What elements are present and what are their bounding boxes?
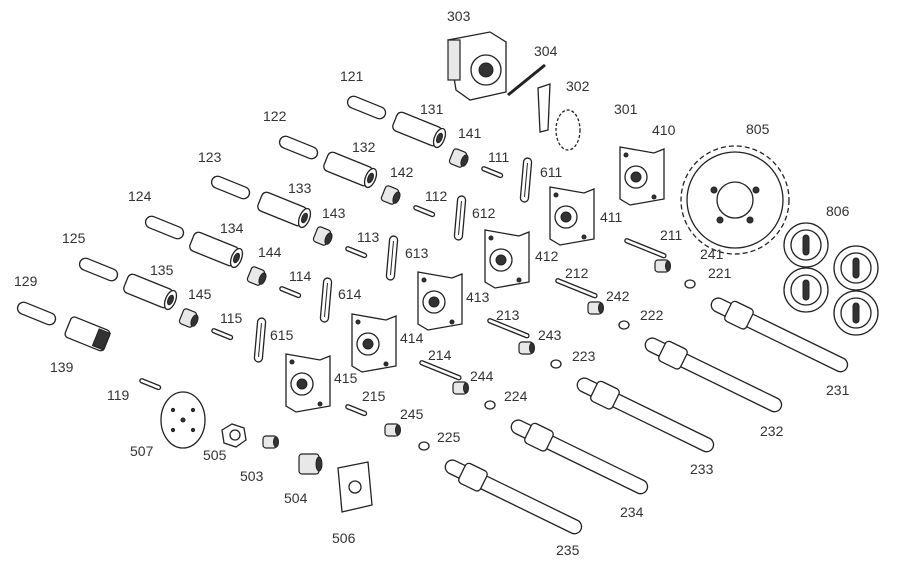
label-414: 414 [400,330,424,346]
label-131: 131 [420,101,444,117]
label-245: 245 [400,406,424,422]
label-235: 235 [556,542,580,558]
label-505: 505 [203,447,227,463]
label-503: 503 [240,468,264,484]
label-215: 215 [362,388,386,404]
label-145: 145 [188,286,212,302]
label-214: 214 [428,347,452,363]
label-231: 231 [826,382,850,398]
label-615: 615 [270,327,294,343]
label-213: 213 [496,307,520,323]
row-6 [15,299,162,391]
label-224: 224 [504,388,528,404]
label-122: 122 [263,108,287,124]
label-133: 133 [288,180,312,196]
label-112: 112 [425,188,448,204]
part-805-gear [680,145,790,255]
label-805: 805 [746,121,770,137]
part-labels: 303 304 302 301 410 805 121 131 141 111 … [14,8,850,558]
label-141: 141 [458,125,482,141]
label-211: 211 [660,227,683,243]
label-125: 125 [62,230,86,246]
label-243: 243 [538,327,562,343]
label-144: 144 [258,244,282,260]
label-303: 303 [447,8,471,24]
label-124: 124 [128,188,152,204]
label-225: 225 [437,429,461,445]
part-410-block [619,146,665,206]
label-135: 135 [150,262,174,278]
label-613: 613 [405,245,429,261]
label-129: 129 [14,273,38,289]
label-410: 410 [652,122,676,138]
label-244: 244 [470,368,494,384]
label-113: 113 [357,229,380,245]
label-223: 223 [572,348,596,364]
label-506: 506 [332,530,356,546]
label-132: 132 [352,139,376,155]
label-415: 415 [334,370,358,386]
label-114: 114 [289,268,312,284]
label-301: 301 [614,101,638,117]
label-304: 304 [534,43,558,59]
label-413: 413 [466,289,490,305]
part-304-rod [507,63,546,97]
label-612: 612 [472,205,496,221]
label-614: 614 [338,286,362,302]
label-232: 232 [760,423,784,439]
part-302-latch [537,83,551,133]
label-119: 119 [107,387,130,403]
label-222: 222 [640,307,664,323]
label-233: 233 [690,461,714,477]
label-411: 411 [600,209,623,225]
label-115: 115 [220,310,243,326]
label-806: 806 [826,203,850,219]
label-221: 221 [708,265,732,281]
label-242: 242 [606,288,630,304]
label-143: 143 [322,205,346,221]
label-241: 241 [700,246,724,262]
label-504: 504 [284,490,308,506]
label-123: 123 [198,149,222,165]
part-301-disc [555,109,581,151]
label-212: 212 [565,265,589,281]
label-121: 121 [340,68,364,84]
bottom-parts [160,391,373,513]
label-139: 139 [50,359,74,375]
label-134: 134 [220,220,244,236]
part-806-wheels [783,222,879,336]
label-611: 611 [540,164,563,180]
label-302: 302 [566,78,590,94]
label-234: 234 [620,504,644,520]
label-507: 507 [130,443,154,459]
label-111: 111 [488,149,509,165]
label-412: 412 [535,248,559,264]
label-142: 142 [390,164,414,180]
part-303-bracket [447,31,507,101]
